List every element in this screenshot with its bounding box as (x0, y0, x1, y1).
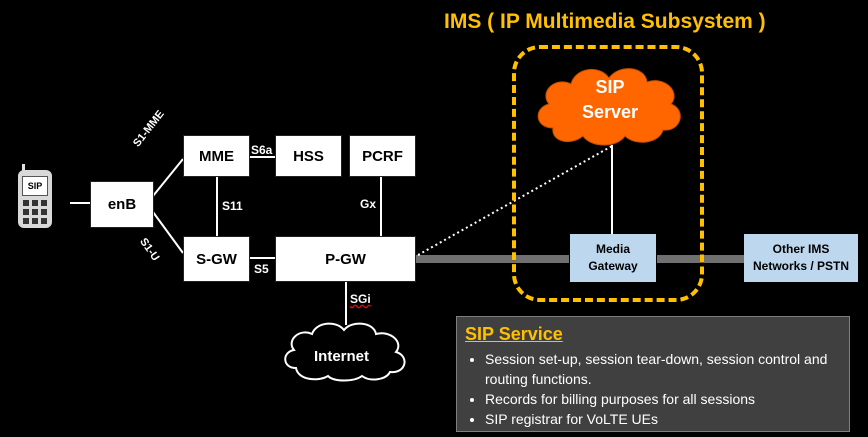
other-networks-line2: Networks / PSTN (752, 259, 850, 273)
sip-service-title: SIP Service (465, 324, 563, 344)
other-networks: Other IMS Networks / PSTN (744, 234, 858, 282)
s1-u-link (152, 211, 184, 254)
phone-screen-label: SIP (22, 176, 48, 196)
ims-title: IMS ( IP Multimedia Subsystem ) (444, 10, 766, 33)
s1-mme-link (152, 158, 184, 197)
sip-service-bullet: Session set-up, session tear-down, sessi… (485, 349, 841, 389)
phone-icon: SIP (18, 164, 52, 228)
sip-service-bullet: Records for billing purposes for all ses… (485, 389, 841, 409)
internet-label: Internet (314, 348, 370, 365)
sgw-node: S-GW (183, 236, 250, 282)
hss-node: HSS (275, 135, 342, 177)
media-gateway: Media Gateway (570, 234, 656, 282)
sip-service-panel: SIP Service Session set-up, session tear… (456, 316, 850, 432)
internet-cloud (284, 322, 406, 382)
sip-server-label-line1: SIP (595, 77, 625, 97)
s5-label: S5 (254, 262, 269, 276)
enb-node: enB (90, 181, 154, 228)
sip-server-cloud (537, 68, 681, 146)
sip-service-bullet: SIP registrar for VoLTE UEs (485, 409, 841, 429)
sip-server-label-line2: Server (581, 102, 639, 122)
mme-node: MME (183, 135, 250, 177)
other-networks-line1: Other IMS (772, 242, 830, 256)
media-gateway-line1: Media (595, 242, 630, 256)
media-gateway-line2: Gateway (588, 259, 638, 273)
ims-boundary (512, 45, 704, 302)
phone-keypad (23, 200, 47, 224)
gx-label: Gx (360, 197, 377, 211)
pgw-node: P-GW (275, 236, 416, 282)
sgi-label: SGi (350, 292, 371, 306)
s6a-label: S6a (251, 143, 273, 157)
pcrf-node: PCRF (349, 135, 416, 177)
sip-service-list: Session set-up, session tear-down, sessi… (465, 349, 841, 429)
s11-label: S11 (222, 199, 243, 213)
